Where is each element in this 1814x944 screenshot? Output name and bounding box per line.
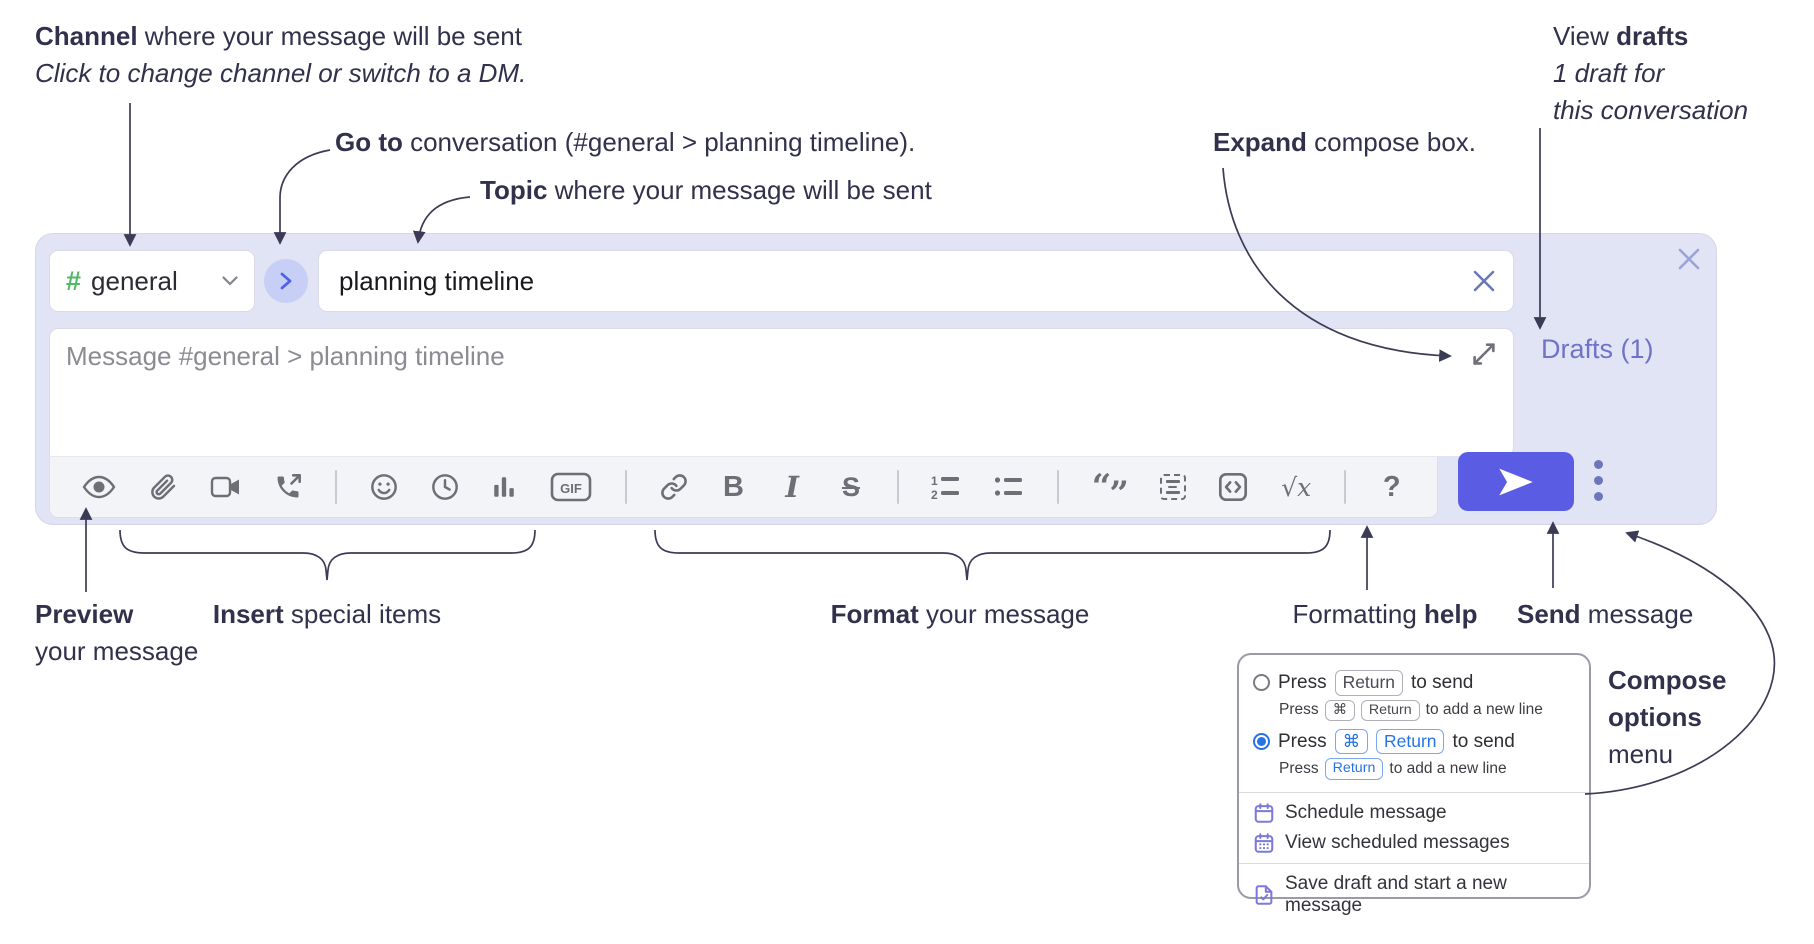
spoiler-icon[interactable] <box>1159 474 1186 500</box>
option-return-to-send[interactable]: Press Return to send <box>1253 667 1575 699</box>
gif-icon[interactable]: GIF <box>550 472 592 502</box>
svg-text:2: 2 <box>931 488 938 500</box>
annotation-compose-options: Compose options menu <box>1608 665 1727 769</box>
schedule-calendar-icon <box>1254 802 1274 823</box>
topic-input[interactable] <box>319 251 1513 311</box>
channel-hash-icon: # <box>66 265 82 296</box>
annotation-formatting-help: Formatting help <box>1292 599 1478 629</box>
annotation-goto: Go to conversation (#general > planning … <box>335 127 916 157</box>
annotation-expand: Expand compose box. <box>1213 127 1477 157</box>
popup-divider <box>1239 862 1589 864</box>
message-input[interactable] <box>50 329 1513 456</box>
preview-eye-icon[interactable] <box>82 474 116 500</box>
brace-insert <box>119 529 536 581</box>
radio-selected-icon[interactable] <box>1253 733 1270 751</box>
code-icon[interactable] <box>1218 472 1248 502</box>
kbd-return: Return <box>1334 670 1404 696</box>
message-box <box>49 328 1514 456</box>
emoji-icon[interactable] <box>370 473 398 501</box>
voice-call-icon[interactable] <box>274 473 302 501</box>
option-return-sub: Press ⌘ Return to add a new line <box>1253 699 1575 726</box>
poll-icon[interactable] <box>491 474 517 500</box>
channel-selector[interactable]: # general <box>49 250 255 312</box>
menu-item-schedule-message[interactable]: Schedule message <box>1239 798 1589 828</box>
quote-icon[interactable]: “” <box>1091 467 1129 514</box>
radio-unselected-icon[interactable] <box>1253 674 1270 692</box>
italic-icon[interactable]: I <box>785 470 799 504</box>
bold-icon[interactable]: B <box>722 470 744 503</box>
svg-text:GIF: GIF <box>560 481 582 496</box>
formatting-help-icon[interactable]: ? <box>1382 470 1401 503</box>
annotation-send: Send message <box>1517 599 1694 629</box>
chevron-right-icon <box>280 272 292 290</box>
clear-topic-icon[interactable] <box>1471 268 1497 294</box>
annotation-channel-line2: Click to change channel or switch to a D… <box>35 58 527 88</box>
link-icon[interactable] <box>660 473 688 501</box>
connector-goto <box>273 149 331 245</box>
expand-compose-icon[interactable] <box>1469 339 1499 369</box>
annotation-topic: Topic where your message will be sent <box>480 175 932 205</box>
toolbar-separator <box>896 470 899 504</box>
channel-name: general <box>91 265 178 296</box>
send-button[interactable] <box>1458 452 1574 511</box>
compose-options-dots-icon[interactable] <box>1592 458 1605 503</box>
video-call-icon[interactable] <box>210 475 242 499</box>
option-cmd-return-sub: Press Return to add a new line <box>1253 757 1575 784</box>
annotation-channel: Channel where your message will be sent … <box>35 18 526 92</box>
kbd-cmd: ⌘ <box>1324 699 1355 721</box>
annotation-channel-bold: Channel <box>35 21 138 51</box>
save-draft-icon <box>1255 884 1273 905</box>
math-icon[interactable]: √x <box>1281 472 1312 502</box>
option-cmd-return-to-send[interactable]: Press ⌘ Return to send <box>1253 726 1575 758</box>
send-plane-icon <box>1499 468 1533 495</box>
annotation-view-drafts: View drafts 1 draft for this conversatio… <box>1553 21 1749 125</box>
svg-text:1: 1 <box>931 474 938 488</box>
chevron-down-icon <box>222 276 238 286</box>
kbd-return: Return <box>1360 699 1420 721</box>
toolbar-separator <box>1057 470 1060 504</box>
annotation-format: Format your message <box>830 599 1090 629</box>
topic-field <box>318 250 1514 312</box>
annotation-insert: Insert special items <box>212 599 442 629</box>
annotation-preview: Preview your message <box>35 599 199 666</box>
kbd-cmd: ⌘ <box>1334 728 1369 755</box>
brace-format <box>654 529 1331 581</box>
annotation-channel-rest: where your message will be sent <box>137 21 522 51</box>
goto-conversation-button[interactable] <box>264 259 308 303</box>
strikethrough-icon[interactable]: S <box>841 471 860 502</box>
send-options-popup: Press Return to send Press ⌘ Return to a… <box>1237 653 1591 916</box>
toolbar-separator <box>1344 470 1347 504</box>
menu-item-save-draft[interactable]: Save draft and start a new message <box>1239 869 1589 921</box>
toolbar-separator <box>624 470 627 504</box>
drafts-link[interactable]: Drafts (1) <box>1541 334 1654 364</box>
bulleted-list-icon[interactable] <box>994 474 1024 500</box>
attach-paperclip-icon[interactable] <box>149 473 177 501</box>
kbd-return: Return <box>1376 728 1445 755</box>
popup-divider <box>1239 791 1589 793</box>
view-scheduled-icon <box>1254 832 1274 853</box>
menu-item-view-scheduled[interactable]: View scheduled messages <box>1239 828 1589 858</box>
toolbar-separator <box>335 470 338 504</box>
close-compose-icon[interactable] <box>1676 246 1702 272</box>
compose-box: # general <box>35 233 1717 525</box>
kbd-return: Return <box>1324 758 1384 780</box>
time-icon[interactable] <box>431 473 459 501</box>
